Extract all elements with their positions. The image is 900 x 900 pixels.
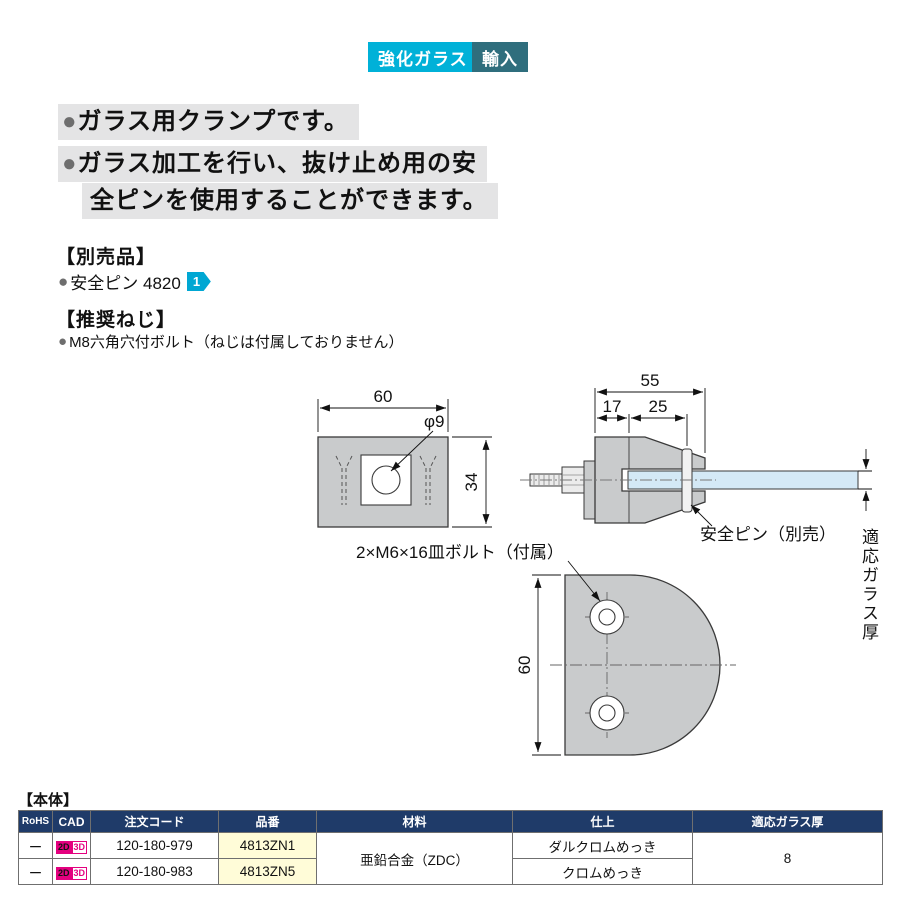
feature-text-2: ガラス加工を行い、抜け止め用の安 (77, 150, 478, 177)
cad-cell: 2D 3D (52, 832, 91, 859)
cad-cell: 2D 3D (52, 858, 91, 885)
cad-link[interactable]: 2D 3D (55, 840, 88, 854)
cad-3d-badge[interactable]: 3D (71, 866, 88, 880)
header-finish: 仕上 (512, 810, 693, 833)
cad-2d-badge[interactable]: 2D (55, 840, 72, 854)
recommended-screw-text: M8六角穴付ボルト（ねじは付属しておりません） (69, 334, 404, 351)
feature-text-3: 全ピンを使用することができます。 (90, 187, 488, 214)
recommended-screw-heading: 【推奨ねじ】 (56, 310, 177, 331)
bullet-icon: ● (62, 150, 78, 177)
header-glass-thickness: 適応ガラス厚 (692, 810, 883, 833)
finish-cell: クロムめっき (512, 858, 693, 885)
reference-1-badge[interactable]: 1 (186, 272, 211, 291)
dimension-labels: 60 φ9 34 55 17 25 安全ピン（別売） 2×M6×16皿ボルト（付… (356, 371, 836, 674)
rohs-cell: ー (18, 832, 53, 859)
feature-text-1: ガラス用クランプです。 (77, 108, 349, 135)
dim-height: 34 (462, 473, 481, 492)
import-badge: 輸入 (472, 42, 528, 72)
table-row: ー 2D 3D 120-180-983 4813ZN5 クロムめっき (18, 858, 883, 885)
feature-line-3: 全ピンを使用することができます。 (82, 183, 498, 219)
dim-front-width: 60 (374, 387, 393, 406)
separately-sold-text: 安全ピン 4820 (70, 274, 181, 293)
spec-table: RoHS CAD 注文コード 品番 材料 仕上 適応ガラス厚 ー 2D 3D 1… (18, 810, 883, 885)
bottom-view (550, 574, 736, 756)
tempered-glass-badge: 強化ガラス (368, 42, 478, 72)
dimension-lines (317, 388, 872, 756)
cad-2d-badge[interactable]: 2D (55, 866, 72, 880)
feature-line-1: ●ガラス用クランプです。 (58, 104, 359, 140)
dim-depth-total: 55 (641, 371, 660, 390)
bullet-icon: ● (62, 108, 78, 135)
separately-sold-heading: 【別売品】 (56, 247, 157, 268)
table-row: ー 2D 3D 120-180-979 4813ZN1 亜鉛合金（ZDC） ダル… (18, 832, 883, 885)
recommended-screw-item: ● M8六角穴付ボルト（ねじは付属しておりません） (58, 331, 404, 352)
technical-drawing: 60 φ9 34 55 17 25 安全ピン（別売） 2×M6×16皿ボルト（付… (317, 371, 872, 756)
header-order-code: 注文コード (90, 810, 219, 833)
screw-holes (589, 599, 625, 731)
separately-sold-item: ● 安全ピン 4820 1 (58, 269, 211, 294)
header-part-no: 品番 (218, 810, 317, 833)
header-material: 材料 (316, 810, 513, 833)
front-view (317, 436, 449, 528)
glass-thickness-cell: 8 (692, 832, 883, 885)
dim-plate-height: 60 (515, 656, 534, 675)
order-code-cell: 120-180-983 (90, 858, 219, 885)
part-no-cell: 4813ZN5 (218, 858, 317, 885)
table-header-row: RoHS CAD 注文コード 品番 材料 仕上 適応ガラス厚 (18, 810, 883, 833)
countersunk-bolt-label: 2×M6×16皿ボルト（付属） (356, 543, 564, 562)
dim-depth-25: 25 (649, 397, 668, 416)
safety-pin-label: 安全ピン（別売） (700, 525, 836, 544)
cad-link[interactable]: 2D 3D (55, 866, 88, 880)
table-title: 【本体】 (18, 792, 79, 809)
header-cad: CAD (52, 810, 91, 833)
dim-hole-dia: φ9 (424, 412, 444, 431)
rohs-cell: ー (18, 858, 53, 885)
feature-line-2: ●ガラス加工を行い、抜け止め用の安 (58, 146, 488, 182)
cad-3d-badge[interactable]: 3D (71, 840, 88, 854)
finish-cell: ダルクロムめっき (512, 832, 693, 859)
safety-pin (681, 448, 693, 513)
part-no-cell: 4813ZN1 (218, 832, 317, 859)
bullet-icon: ● (58, 271, 69, 291)
header-rohs: RoHS (18, 810, 53, 833)
material-cell: 亜鉛合金（ZDC） (316, 832, 513, 885)
side-view (520, 436, 859, 524)
glass-thickness-vertical-label: 適応ガラス厚 (859, 528, 878, 642)
order-code-cell: 120-180-979 (90, 832, 219, 859)
dim-depth-17: 17 (603, 397, 622, 416)
bullet-icon: ● (58, 333, 68, 350)
